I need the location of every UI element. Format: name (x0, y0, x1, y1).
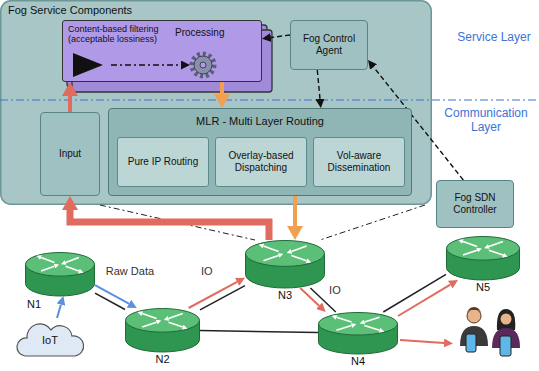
control-agent-box: Fog Control Agent (290, 20, 368, 70)
box-label: Pure IP Routing (128, 156, 198, 168)
router-arrow (169, 322, 183, 327)
box-label: Fog Control Agent (295, 33, 363, 57)
router-arrow (41, 266, 54, 271)
connector (70, 210, 269, 240)
router-arrow (66, 258, 79, 263)
router: N4 (318, 312, 398, 354)
filter-note: Content-based filtering (acceptable loss… (68, 24, 172, 45)
box-title: MLR - Multi Layer Routing (109, 115, 411, 127)
box-label: Fog SDN Controller (441, 192, 509, 216)
connector (300, 288, 319, 306)
sdn-controller-box: Fog SDN Controller (436, 180, 514, 228)
router-label: N2 (155, 353, 169, 365)
router-arrow (41, 258, 54, 263)
routing-box: MLR - Multi Layer RoutingPure IP Routing… (108, 108, 412, 196)
edge-label: IO (327, 284, 343, 296)
router-arrow (291, 246, 306, 251)
box-label: Input (59, 148, 81, 160)
router-arrow (291, 255, 306, 260)
connector (57, 305, 61, 318)
cloud-label: IoT (42, 334, 58, 346)
router-label: N3 (278, 289, 292, 301)
router-arrow (364, 317, 379, 322)
phone (466, 334, 476, 352)
router-symbol (25, 252, 95, 296)
user-face (501, 314, 512, 325)
phone (500, 336, 511, 356)
router-arrow (463, 242, 477, 247)
router-arrow (66, 266, 79, 271)
router-top (319, 313, 398, 336)
panel-ground (1, 1, 432, 205)
router-arrow (463, 250, 477, 255)
user-head (467, 309, 481, 323)
router: N3 (245, 240, 325, 288)
connector (293, 196, 297, 226)
delivery-arrow (400, 340, 444, 343)
connector (95, 293, 125, 309)
router-top (126, 309, 200, 333)
edge-label: IO (199, 265, 215, 277)
connector (271, 35, 290, 38)
router-label: N1 (27, 298, 41, 310)
processing-box: Content-based filtering (acceptable loss… (62, 20, 262, 82)
connector (200, 331, 318, 333)
panel-title: Fog Service Components (8, 4, 132, 16)
router-arrow (336, 326, 351, 331)
box-label: Overlay-based Dispatching (219, 150, 303, 174)
user-hair (497, 309, 515, 330)
box-label: Vol-aware Dissemination (317, 150, 401, 174)
router-top (447, 237, 520, 261)
zoom-line (320, 205, 425, 240)
connector (317, 70, 320, 99)
connector (220, 82, 224, 94)
edge-label: Raw Data (104, 265, 156, 277)
connector (398, 285, 450, 316)
routing-mode-box: Overlay-based Dispatching (215, 137, 307, 187)
router: N1 (25, 252, 95, 296)
input-box: Input (40, 112, 100, 196)
connector (68, 96, 72, 112)
flow-arrow (111, 64, 181, 65)
router-arrow (489, 250, 503, 255)
gear-teeth (192, 54, 214, 76)
router-symbol (318, 312, 398, 354)
layer-separator (0, 99, 539, 100)
connector (95, 285, 129, 304)
router-label: N5 (476, 281, 490, 293)
router-arrow (142, 314, 156, 319)
service-panel: Fog Service ComponentsContent-based filt… (0, 0, 432, 205)
router: N2 (125, 308, 200, 352)
router-symbol (446, 236, 520, 280)
router-arrow (336, 317, 351, 322)
router-arrow (142, 322, 156, 327)
router-arrow (263, 246, 278, 251)
cloud-outline (17, 324, 84, 356)
router-top (26, 253, 95, 277)
routing-mode-box: Vol-aware Dissemination (313, 137, 405, 187)
layer-label: Communication Layer (436, 106, 536, 135)
router-arrow (364, 326, 379, 331)
gear-hole (200, 62, 206, 68)
iot-cloud: IoT (15, 318, 85, 362)
router-arrow (489, 242, 503, 247)
router-arrow (263, 255, 278, 260)
layer-label: Service Layer (452, 30, 536, 44)
router-arrow (169, 314, 183, 319)
router-symbol (125, 308, 200, 352)
filter-funnel (73, 53, 103, 77)
box-title: Processing (175, 27, 224, 38)
router-symbol (245, 240, 325, 288)
connector (189, 282, 238, 308)
router: N5 (446, 236, 520, 280)
router-label: N4 (351, 355, 365, 367)
users-icon (460, 307, 520, 356)
router-top (246, 241, 325, 267)
gear-body (194, 56, 212, 74)
routing-mode-box: Pure IP Routing (117, 137, 209, 187)
user-hair (467, 307, 481, 314)
